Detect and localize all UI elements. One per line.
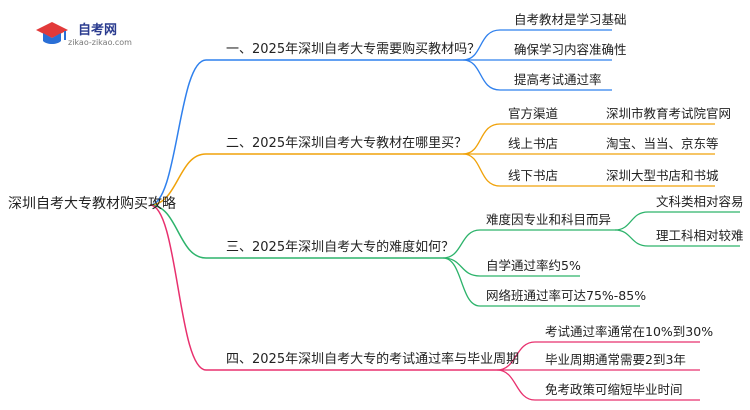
branch-1-item-2: 确保学习内容准确性 bbox=[514, 42, 627, 57]
branch-2-item-2-detail: 淘宝、当当、京东等 bbox=[606, 136, 719, 151]
branch-2-item-3: 线下书店 bbox=[508, 168, 559, 183]
branch-4-label: 四、2025年深圳自考大专的考试通过率与毕业周期 bbox=[226, 352, 520, 367]
logo-subtitle: zikao-zikao.com bbox=[68, 38, 132, 47]
branch-2-item-1-detail: 深圳市教育考试院官网 bbox=[606, 106, 732, 121]
branch-3-item-2: 自学通过率约5% bbox=[486, 258, 581, 273]
branch-3-item-1-child-2: 理工科相对较难 bbox=[656, 228, 744, 243]
branch-2-item-1: 官方渠道 bbox=[508, 106, 559, 121]
branch-4-item-1: 考试通过率通常在10%到30% bbox=[545, 324, 714, 339]
root-topic: 深圳自考大专教材购买攻略 bbox=[8, 196, 176, 212]
branch-2-item-2: 线上书店 bbox=[508, 136, 559, 151]
branch-2-label: 二、2025年深圳自考大专教材在哪里买？ bbox=[226, 136, 468, 151]
branch-1-label: 一、2025年深圳自考大专需要购买教材吗？ bbox=[226, 42, 481, 57]
branch-3-item-3: 网络班通过率可达75%-85% bbox=[486, 288, 647, 303]
branch-3-item-1-child-1: 文科类相对容易 bbox=[656, 194, 744, 209]
branch-4-item-2: 毕业周期通常需要2到3年 bbox=[545, 352, 686, 367]
logo-title: 自考网 bbox=[78, 23, 118, 38]
branch-1-item-1: 自考教材是学习基础 bbox=[514, 12, 627, 27]
branch-1-item-3: 提高考试通过率 bbox=[514, 72, 602, 87]
branch-3-label: 三、2025年深圳自考大专的难度如何？ bbox=[226, 240, 455, 255]
branch-3-item-1: 难度因专业和科目而异 bbox=[486, 212, 612, 227]
branch-2-item-3-detail: 深圳大型书店和书城 bbox=[606, 168, 719, 183]
branch-4-item-3: 免考政策可缩短毕业时间 bbox=[545, 382, 683, 397]
site-logo[interactable]: 自考网 zikao-zikao.com bbox=[34, 18, 144, 52]
graduation-cap-icon bbox=[36, 22, 68, 44]
